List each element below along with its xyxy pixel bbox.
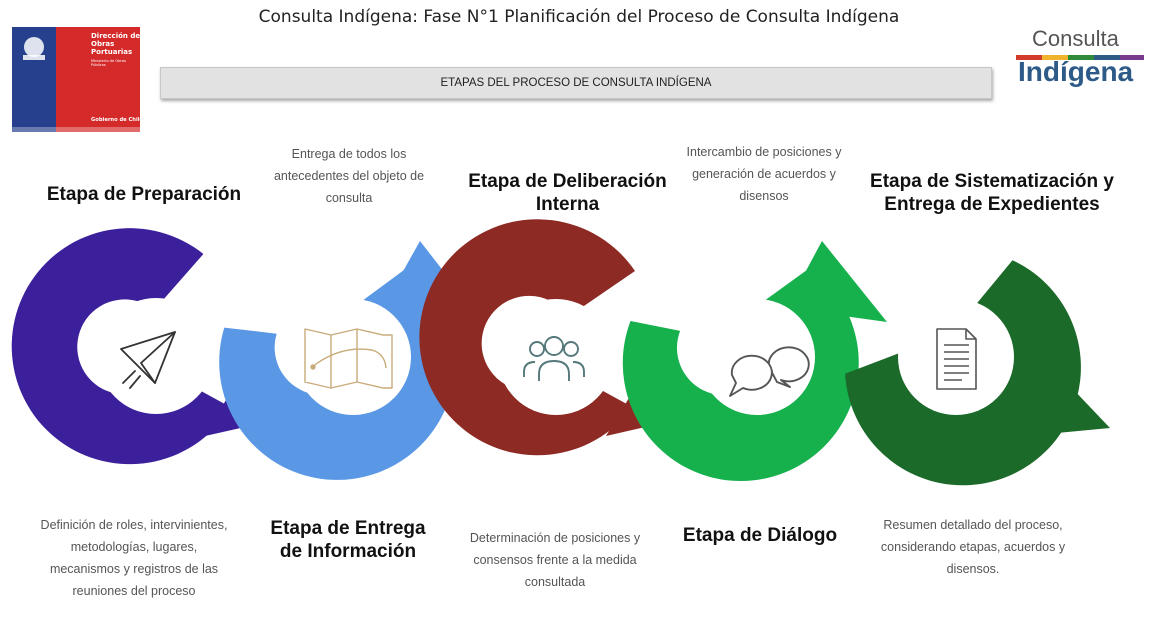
document-icon — [936, 328, 977, 390]
dop-logo-ministry: Ministerio de Obras Públicas — [91, 59, 126, 67]
dop-logo-line-3: Portuarias — [91, 48, 133, 56]
stage-1-inner-circle — [98, 298, 214, 414]
stage-5-description: Resumen detallado del proceso, considera… — [880, 518, 1066, 576]
stage-3-title: Etapa de Deliberación Interna — [468, 171, 667, 215]
map-icon — [304, 328, 393, 389]
speech-bubbles-icon — [729, 346, 810, 397]
consulta-indigena-logo: Consulta Indígena — [1010, 26, 1150, 98]
dop-logo-line-2: Obras — [91, 40, 115, 48]
page-title: Consulta Indígena: Fase N°1 Planificació… — [258, 7, 900, 27]
stage-1-description: Definición de roles, intervinientes, met… — [40, 518, 228, 598]
stage-3-description: Determinación de posiciones y consensos … — [469, 531, 641, 589]
stage-2-inner-circle — [295, 299, 411, 415]
paper-plane-icon — [120, 331, 176, 389]
consulta-logo-top-text: Consulta — [1032, 26, 1119, 51]
dop-logo-line-1: Dirección de — [91, 32, 141, 40]
logo-color-stripes — [1016, 55, 1144, 60]
stage-5-arrow-ring — [845, 260, 1110, 486]
stage-1-title: Etapa de Preparación — [46, 184, 242, 205]
dop-logo: Dirección de Obras Portuarias Ministerio… — [12, 27, 144, 132]
people-group-icon — [523, 336, 585, 381]
stage-4-description: Intercambio de posiciones y generación d… — [686, 145, 842, 203]
subtitle-banner: ETAPAS DEL PROCESO DE CONSULTA INDÍGENA — [160, 67, 992, 99]
stage-5-title: Etapa de Sistematización y Entrega de Ex… — [870, 171, 1114, 215]
dop-logo-graphic — [12, 27, 140, 132]
stage-4-title: Etapa de Diálogo — [682, 525, 838, 546]
stage-5-inner-circle — [898, 299, 1014, 415]
stage-2-title: Etapa de Entrega de Información — [270, 518, 426, 562]
consulta-logo-bottom-text: Indígena — [1018, 56, 1134, 87]
stage-3-inner-circle — [498, 299, 614, 415]
stage-2-description: Entrega de todos los antecedentes del ob… — [273, 147, 425, 205]
dop-logo-footer: Gobierno de Chile — [91, 117, 144, 123]
